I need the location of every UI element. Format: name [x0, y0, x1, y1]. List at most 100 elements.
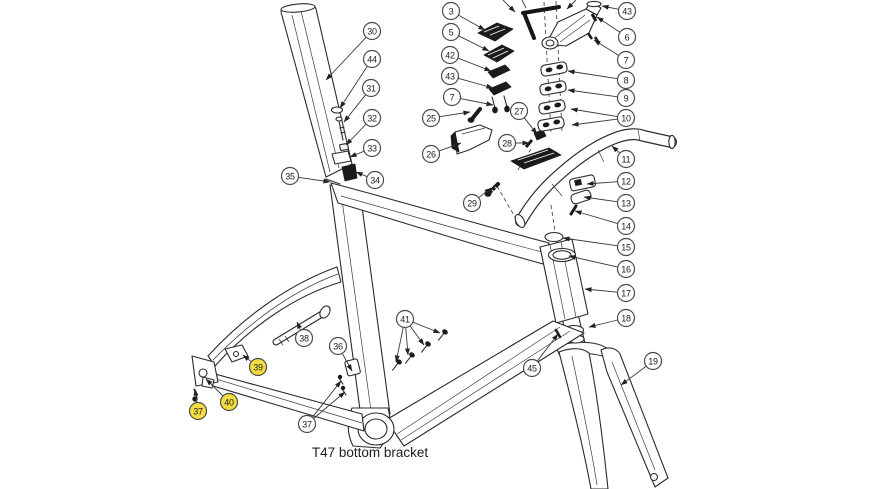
leader-line-17	[584, 287, 618, 293]
leader-line-14	[574, 210, 618, 225]
leader-line-7	[460, 98, 494, 107]
callout-17: 17	[616, 283, 636, 303]
svg-text:3: 3	[449, 7, 454, 17]
callout-44: 44	[362, 49, 382, 69]
callout-28: 28	[497, 133, 517, 153]
svg-text:11: 11	[622, 155, 631, 165]
leader-line-8	[567, 69, 618, 80]
leader-line-7	[593, 39, 620, 56]
callout-29: 29	[462, 193, 482, 213]
bolt-set-41	[391, 329, 448, 371]
svg-text:5: 5	[449, 28, 454, 38]
svg-text:41: 41	[400, 315, 410, 325]
seatpost	[280, 3, 353, 178]
leader-line-29	[478, 187, 492, 199]
callout-33: 33	[362, 138, 382, 158]
leader-line-45	[536, 333, 559, 362]
svg-text:6: 6	[625, 33, 630, 43]
leader-line-31	[343, 94, 367, 123]
svg-text:45: 45	[527, 364, 537, 374]
rear-triangle	[191, 266, 365, 432]
bar-clamp	[484, 129, 562, 197]
leader-line-34	[355, 171, 368, 178]
callout-7: 7	[616, 50, 636, 70]
callout-11: 11	[616, 149, 636, 169]
leader-line-36	[341, 353, 353, 372]
leader-line-18	[588, 319, 618, 328]
svg-text:25: 25	[426, 114, 436, 124]
leader-line-40	[205, 378, 224, 397]
callout-25: 25	[421, 108, 441, 128]
leader-line-13	[583, 195, 618, 203]
svg-text:28: 28	[502, 139, 512, 149]
callout-7: 7	[442, 87, 462, 107]
svg-text:44: 44	[367, 55, 377, 65]
svg-text:8: 8	[624, 76, 629, 86]
svg-text:15: 15	[621, 243, 631, 253]
leader-line-10	[571, 118, 618, 127]
svg-text:14: 14	[621, 222, 631, 232]
leader-line-37	[311, 380, 342, 418]
caption-t47-bottom-bracket: T47 bottom bracket	[312, 445, 429, 460]
callout-38: 38	[294, 328, 314, 348]
callout-10: 10	[616, 108, 636, 128]
callout-34: 34	[365, 170, 385, 190]
leader-line-11	[611, 145, 621, 154]
callout-13: 13	[616, 193, 636, 213]
svg-text:17: 17	[621, 289, 631, 299]
leader-line-27	[523, 117, 538, 135]
leader-line-43	[601, 4, 619, 10]
callout-43: 43	[440, 66, 460, 86]
cutoff-leaders	[502, 0, 577, 13]
callout-19: 19	[643, 351, 663, 371]
svg-text:16: 16	[621, 265, 631, 275]
leader-line-43	[458, 77, 494, 89]
callout-6: 6	[617, 27, 637, 47]
leader-line-15	[562, 236, 618, 247]
svg-text:31: 31	[366, 84, 376, 94]
callout-39-highlighted: 39	[248, 357, 268, 377]
svg-text:32: 32	[367, 114, 377, 124]
callouts: 3044313233343535424372526272829436789101…	[188, 1, 663, 434]
computer-mount-parts	[450, 22, 515, 155]
leader-line-10	[570, 107, 618, 118]
leader-line-35	[298, 176, 331, 184]
svg-text:26: 26	[426, 150, 436, 160]
svg-text:19: 19	[648, 357, 658, 367]
leader-line-41	[412, 321, 441, 334]
basebar	[514, 128, 677, 229]
leader-line-12	[586, 181, 618, 186]
junction-box-parts	[569, 174, 596, 216]
svg-text:12: 12	[621, 177, 631, 187]
callout-35: 35	[280, 166, 300, 186]
leader-line-3	[458, 14, 486, 31]
leader-line-38	[296, 321, 302, 331]
callout-26: 26	[421, 144, 441, 164]
leader-line-41	[394, 327, 404, 363]
callout-8: 8	[616, 70, 636, 90]
stem-spacers	[537, 61, 568, 132]
leader-line-39	[242, 354, 252, 363]
svg-text:37: 37	[193, 407, 203, 417]
leader-line-41	[404, 327, 410, 356]
leader-lines	[193, 4, 647, 419]
seat-clamp-parts	[325, 106, 358, 185]
leader-line-26	[438, 142, 462, 152]
leader-line-9	[567, 88, 618, 98]
callout-27: 27	[509, 101, 529, 121]
callout-3: 3	[441, 1, 461, 21]
svg-text:37: 37	[302, 420, 312, 430]
derailleur-mount	[337, 358, 361, 396]
svg-text:18: 18	[621, 314, 631, 324]
leader-line-42	[457, 57, 492, 72]
leader-line-30	[325, 36, 367, 81]
svg-text:43: 43	[622, 7, 632, 17]
svg-text:39: 39	[253, 363, 263, 373]
leader-line-6	[596, 16, 621, 33]
svg-text:7: 7	[450, 93, 455, 103]
callout-43: 43	[617, 1, 637, 21]
svg-text:42: 42	[445, 51, 455, 61]
svg-text:36: 36	[333, 342, 343, 352]
